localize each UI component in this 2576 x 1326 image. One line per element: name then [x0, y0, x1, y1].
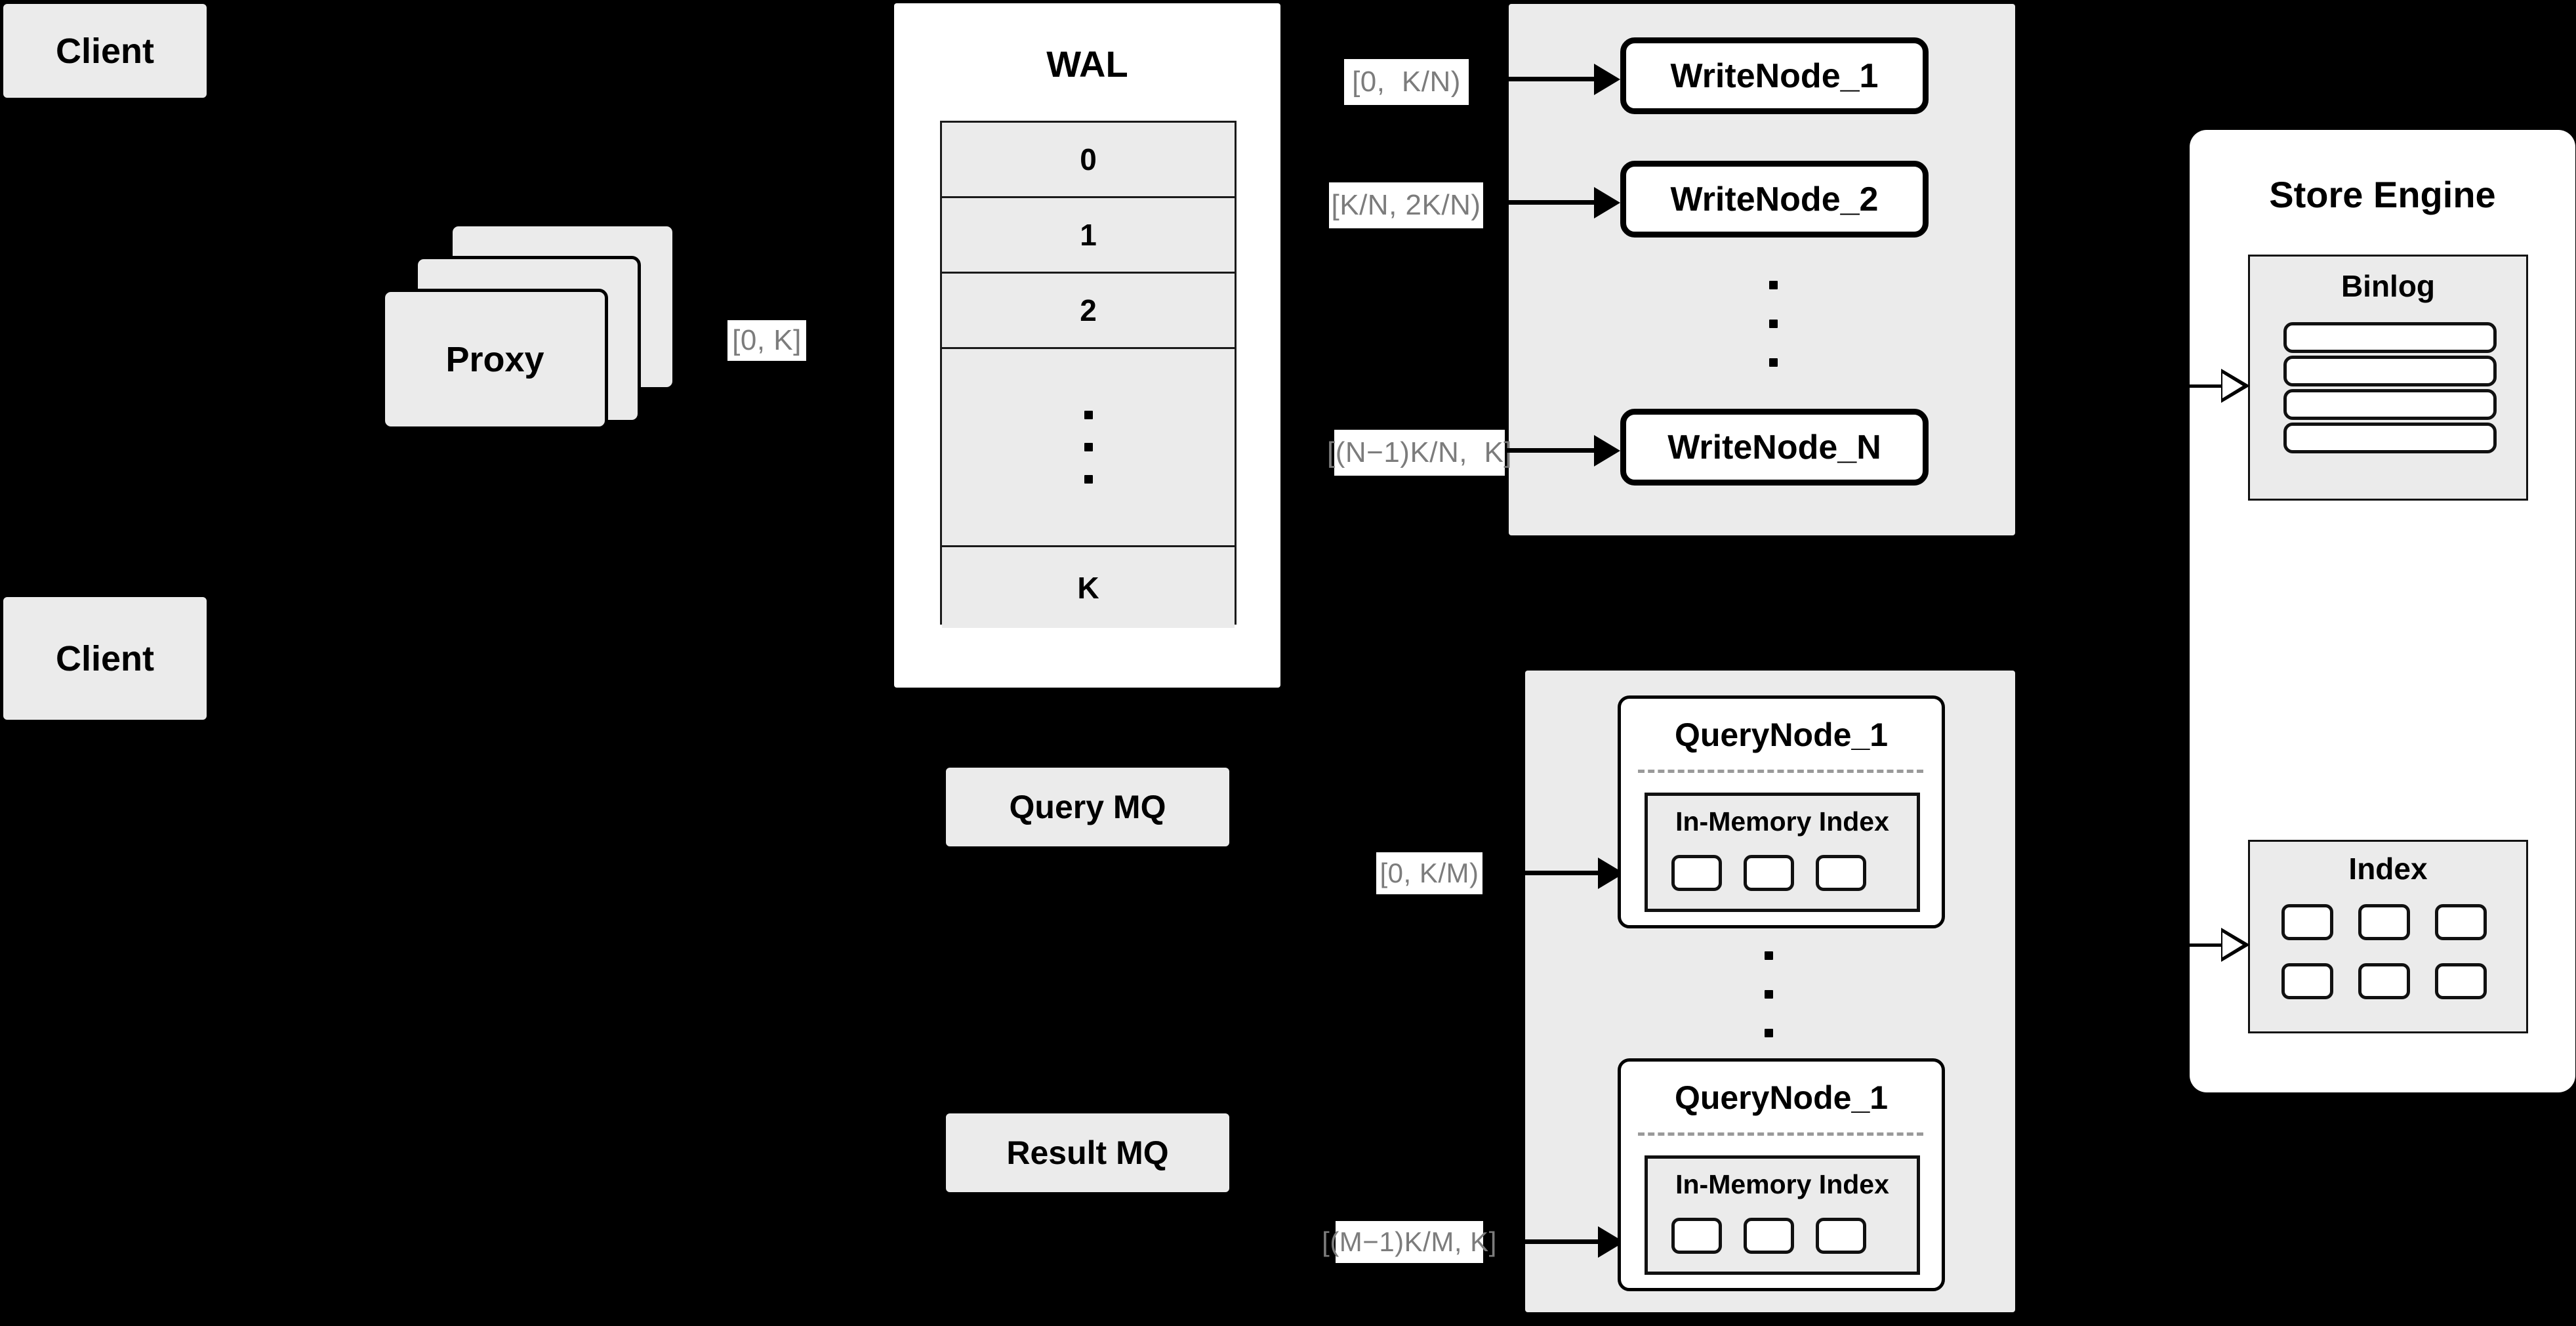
write-node-n-box[interactable]: WriteNode_N: [1620, 409, 1929, 486]
query-mq-label: Query MQ: [1009, 789, 1166, 825]
query-node-2-separator: [1638, 1132, 1923, 1136]
query-node-2-index-chip-3[interactable]: [1816, 1218, 1866, 1254]
store-engine-title: Store Engine: [2269, 174, 2496, 215]
write-node-2-arrow-line: [1505, 200, 1597, 205]
wal-title: WAL: [1046, 43, 1128, 85]
write-node-2-arrow-head: [1594, 187, 1620, 218]
store-index-chip-2[interactable]: [2358, 904, 2410, 940]
write-node-1-arrow-line: [1505, 77, 1597, 81]
wal-row-k[interactable]: K: [942, 547, 1235, 628]
store-index-chip-4[interactable]: [2281, 963, 2333, 999]
binlog-bar-2[interactable]: [2283, 356, 2497, 386]
query-node-1-separator: [1638, 770, 1923, 773]
write-cluster-ellipsis-dot-2: [1769, 320, 1778, 328]
proxy-label: Proxy: [445, 339, 544, 379]
store-engine-panel: Store Engine Binlog Index: [2190, 130, 2575, 1092]
query-node-1-label: QueryNode_1: [1674, 716, 1889, 753]
wal-row-label-1: 1: [1080, 218, 1097, 252]
binlog-title: Binlog: [2341, 269, 2436, 303]
write-node-1-arrow-head: [1594, 64, 1620, 95]
query-node-2-inmemory-index[interactable]: In-Memory Index: [1645, 1155, 1920, 1275]
wal-table: 0 1 2 K: [940, 121, 1237, 628]
wal-row-ellipsis: [942, 349, 1235, 547]
write-node-n-label: WriteNode_N: [1667, 428, 1881, 466]
write-node-n-range-label: [(N−1)K/N, K]: [1327, 430, 1512, 476]
write-node-2-label: WriteNode_2: [1670, 180, 1879, 218]
query-node-2-inmemory-index-title: In-Memory Index: [1675, 1169, 1889, 1199]
query-node-2-index-chip-2[interactable]: [1744, 1218, 1794, 1254]
wal-ellipsis-dot-3: [1084, 475, 1093, 484]
write-node-2-box[interactable]: WriteNode_2: [1620, 161, 1929, 238]
proxy-card-front[interactable]: Proxy: [382, 289, 608, 430]
store-index-title: Index: [2348, 852, 2428, 886]
wal-row-label-2: 2: [1080, 293, 1097, 327]
wal-ellipsis-dot-2: [1084, 443, 1093, 451]
binlog-arrow-head: [2221, 369, 2250, 403]
wal-row-0[interactable]: 0: [942, 123, 1235, 198]
store-index-box[interactable]: Index: [2248, 840, 2528, 1033]
store-index-chip-5[interactable]: [2358, 963, 2410, 999]
query-node-1-inmemory-index[interactable]: In-Memory Index: [1645, 793, 1920, 912]
query-mq-box[interactable]: Query MQ: [946, 768, 1229, 846]
store-index-arrow-head: [2221, 928, 2250, 962]
query-cluster-ellipsis: [1765, 951, 1773, 1037]
binlog-bar-3[interactable]: [2283, 389, 2497, 420]
query-node-2-box[interactable]: QueryNode_1 In-Memory Index: [1618, 1058, 1945, 1291]
proxy-output-range-label: [0, K]: [727, 320, 806, 361]
wal-ellipsis-dot-1: [1084, 411, 1093, 419]
client-label-2: Client: [55, 638, 154, 678]
store-index-chip-3[interactable]: [2435, 904, 2487, 940]
write-node-2-range-label: [K/N, 2K/N): [1329, 182, 1483, 228]
binlog-bar-4[interactable]: [2283, 423, 2497, 453]
wal-row-1[interactable]: 1: [942, 198, 1235, 274]
query-node-1-box[interactable]: QueryNode_1 In-Memory Index: [1618, 695, 1945, 928]
store-index-chip-6[interactable]: [2435, 963, 2487, 999]
binlog-arrow-line: [2179, 384, 2229, 388]
write-cluster-ellipsis: [1769, 281, 1778, 367]
write-node-1-range-label: [0, K/N): [1344, 59, 1469, 105]
wal-row-label-k: K: [1077, 570, 1099, 605]
query-cluster-ellipsis-dot-1: [1765, 951, 1773, 960]
result-mq-label: Result MQ: [1006, 1134, 1169, 1171]
query-node-1-index-chip-2[interactable]: [1744, 855, 1794, 891]
write-cluster-ellipsis-dot-3: [1769, 358, 1778, 367]
query-cluster-ellipsis-dot-2: [1765, 990, 1773, 999]
write-node-n-arrow-line: [1505, 448, 1597, 453]
query-node-2-label: QueryNode_1: [1674, 1079, 1889, 1116]
client-label-1: Client: [55, 31, 154, 71]
query-node-1-index-chip-3[interactable]: [1816, 855, 1866, 891]
wal-row-2[interactable]: 2: [942, 274, 1235, 349]
client-box-1[interactable]: Client: [3, 4, 207, 98]
query-node-1-inmemory-index-title: In-Memory Index: [1675, 806, 1889, 837]
write-node-1-label: WriteNode_1: [1670, 56, 1879, 95]
client-box-2[interactable]: Client: [3, 597, 207, 720]
query-node-2-range-label: [(M−1)K/M, K]: [1322, 1221, 1496, 1263]
binlog-box[interactable]: Binlog: [2248, 255, 2528, 501]
result-mq-box[interactable]: Result MQ: [946, 1113, 1229, 1192]
binlog-bar-1[interactable]: [2283, 322, 2497, 353]
query-cluster-ellipsis-dot-3: [1765, 1029, 1773, 1037]
query-node-1-range-label: [0, K/M): [1376, 852, 1482, 894]
store-index-chip-1[interactable]: [2281, 904, 2333, 940]
store-index-arrow-line: [2179, 943, 2229, 947]
query-node-2-arrow-line: [1523, 1239, 1601, 1244]
write-node-n-arrow-head: [1594, 435, 1620, 466]
wal-row-label-0: 0: [1080, 142, 1097, 176]
query-node-1-arrow-line: [1523, 871, 1601, 875]
write-node-1-box[interactable]: WriteNode_1: [1620, 37, 1929, 114]
query-node-1-index-chip-1[interactable]: [1671, 855, 1722, 891]
query-node-2-index-chip-1[interactable]: [1671, 1218, 1722, 1254]
write-cluster-ellipsis-dot-1: [1769, 281, 1778, 289]
